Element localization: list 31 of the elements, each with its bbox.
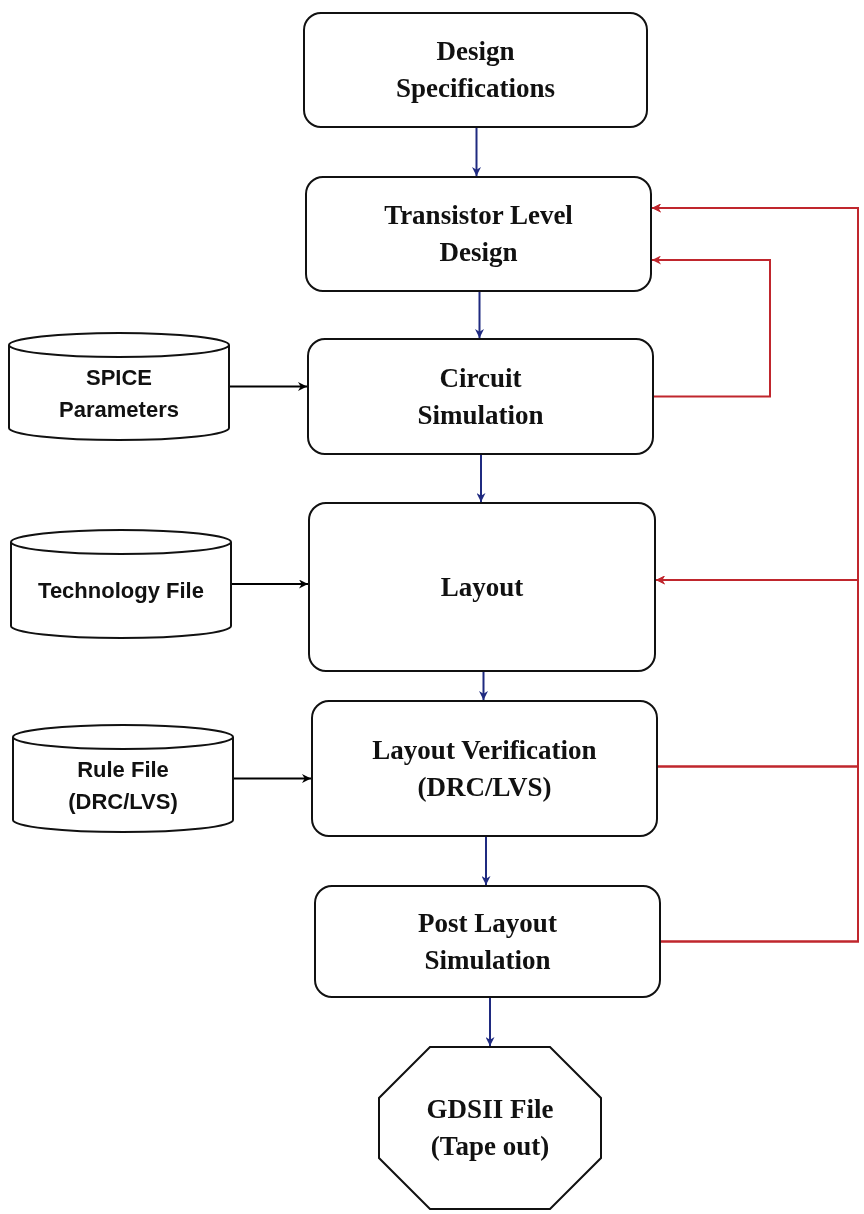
process-box [305, 176, 652, 292]
node-label: Rule File (DRC/LVS) [67, 755, 179, 816]
arrow [472, 127, 481, 177]
arrow [231, 579, 309, 589]
arrow [476, 454, 486, 503]
arrow [485, 997, 495, 1047]
arrow [233, 774, 312, 783]
arrow [481, 836, 491, 886]
node-label: Design Specifications [395, 35, 556, 105]
arrow [655, 575, 859, 943]
process-box [314, 885, 661, 998]
node-label: GDSII File (Tape out) [425, 1093, 555, 1163]
node-label: Transistor Level Design [383, 199, 574, 269]
terminal-octagon [378, 1046, 602, 1210]
node-label: Circuit Simulation [416, 361, 545, 432]
database-cylinder [12, 725, 234, 832]
process-box [303, 12, 648, 128]
process-box [308, 502, 656, 672]
process-box [307, 338, 654, 455]
node-label: Post Layout Simulation [417, 906, 558, 977]
arrow [479, 671, 488, 701]
database-cylinder [10, 530, 232, 638]
arrow [651, 255, 771, 398]
node-label: SPICE Parameters [58, 363, 180, 424]
node-label: Layout Verification (DRC/LVS) [371, 733, 598, 804]
process-box [311, 700, 658, 837]
node-label: Layout [439, 570, 525, 604]
node-label: Technology File [37, 577, 205, 605]
arrow [229, 382, 308, 391]
arrow [475, 291, 484, 339]
database-cylinder [8, 333, 230, 440]
